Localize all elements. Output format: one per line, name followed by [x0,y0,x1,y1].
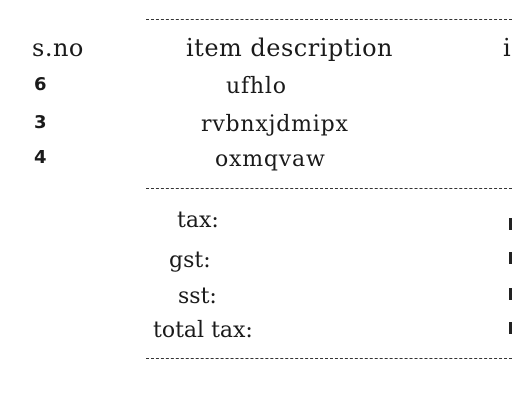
summary-total-tax-label: total tax: [153,318,253,343]
clipped-value-mark [509,252,512,264]
summary-gst-label: gst: [169,248,211,273]
clipped-value-mark [509,288,512,300]
item-3-description: oxmqvaw [215,147,326,172]
summary-tax-label: tax: [177,208,219,233]
header-sno: s.no [32,34,84,62]
item-1-description: ufhlo [226,74,287,99]
bottom-dashed-rule [146,358,512,359]
item-3-sno: 4 [34,147,47,168]
clipped-value-mark [509,322,512,334]
top-dashed-rule [146,19,512,20]
item-2-sno: 3 [34,112,47,133]
middle-dashed-rule [146,188,512,189]
header-item-description: item description [186,34,393,62]
item-1-sno: 6 [34,74,47,95]
clipped-value-mark [509,218,512,230]
summary-sst-label: sst: [178,284,217,309]
header-clipped-column: i [503,34,512,62]
item-2-description: rvbnxjdmipx [201,112,349,137]
